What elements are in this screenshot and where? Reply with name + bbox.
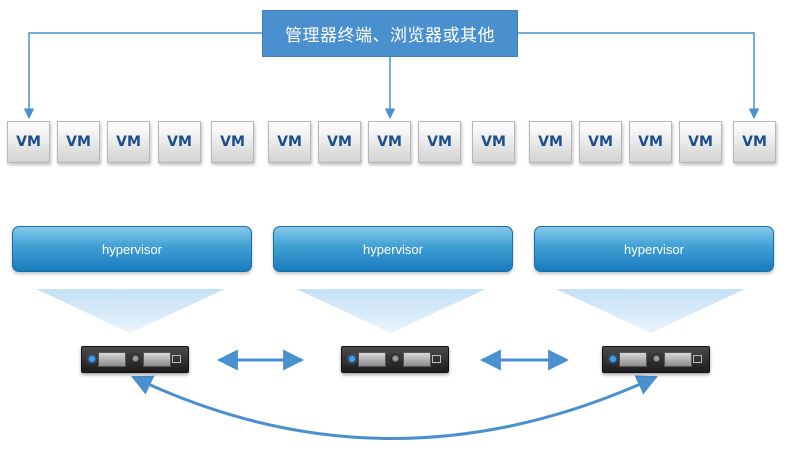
vm-label: VM xyxy=(481,134,506,150)
hypervisor-label: hypervisor xyxy=(363,241,423,257)
vm-label: VM xyxy=(327,134,352,150)
vm-box: VM xyxy=(107,121,150,163)
power-led-icon xyxy=(610,356,616,362)
vm-box: VM xyxy=(368,121,411,163)
hypervisor-label: hypervisor xyxy=(624,241,684,257)
vm-label: VM xyxy=(538,134,563,150)
vm-box: VM xyxy=(268,121,311,163)
vm-box: VM xyxy=(57,121,100,163)
drive-bay-icon xyxy=(664,352,692,367)
hypervisor-label: hypervisor xyxy=(102,241,162,257)
hypervisor-bar: hypervisor xyxy=(12,226,252,272)
vm-label: VM xyxy=(220,134,245,150)
server-icon xyxy=(341,346,449,373)
vm-box: VM xyxy=(418,121,461,163)
server-icon xyxy=(602,346,710,373)
drive-bay-icon xyxy=(619,352,647,367)
beam-1 xyxy=(36,289,225,333)
vm-box: VM xyxy=(733,121,776,163)
management-terminal-box: 管理器终端、浏览器或其他 xyxy=(262,10,518,57)
server-icon xyxy=(81,346,189,373)
vm-box: VM xyxy=(472,121,515,163)
port-icon xyxy=(172,355,181,363)
vm-box: VM xyxy=(7,121,50,163)
drive-bay-icon xyxy=(98,352,126,367)
drive-bay-icon xyxy=(358,352,386,367)
vm-label: VM xyxy=(588,134,613,150)
power-led-icon xyxy=(349,356,355,362)
power-button-icon xyxy=(391,354,400,363)
vm-box: VM xyxy=(211,121,254,163)
vm-label: VM xyxy=(66,134,91,150)
beam-2 xyxy=(296,289,486,333)
connector-to-right-vm xyxy=(518,32,760,120)
vm-label: VM xyxy=(116,134,141,150)
power-button-icon xyxy=(652,354,661,363)
port-icon xyxy=(432,355,441,363)
hypervisor-bar: hypervisor xyxy=(273,226,513,272)
vm-box: VM xyxy=(579,121,622,163)
management-label: 管理器终端、浏览器或其他 xyxy=(285,26,495,46)
vm-box: VM xyxy=(629,121,672,163)
port-icon xyxy=(693,355,702,363)
vm-label: VM xyxy=(427,134,452,150)
drive-bay-icon xyxy=(143,352,171,367)
vm-label: VM xyxy=(742,134,767,150)
vm-label: VM xyxy=(638,134,663,150)
vm-box: VM xyxy=(679,121,722,163)
vm-label: VM xyxy=(167,134,192,150)
vm-label: VM xyxy=(688,134,713,150)
vm-box: VM xyxy=(529,121,572,163)
drive-bay-icon xyxy=(403,352,431,367)
hypervisor-bar: hypervisor xyxy=(534,226,774,272)
vm-label: VM xyxy=(377,134,402,150)
beam-3 xyxy=(556,289,745,333)
vm-box: VM xyxy=(158,121,201,163)
vm-label: VM xyxy=(16,134,41,150)
vm-label: VM xyxy=(277,134,302,150)
migration-arc-1-3 xyxy=(131,375,658,440)
connector-to-left-vm xyxy=(23,32,262,120)
vm-box: VM xyxy=(318,121,361,163)
power-led-icon xyxy=(89,356,95,362)
power-button-icon xyxy=(131,354,140,363)
